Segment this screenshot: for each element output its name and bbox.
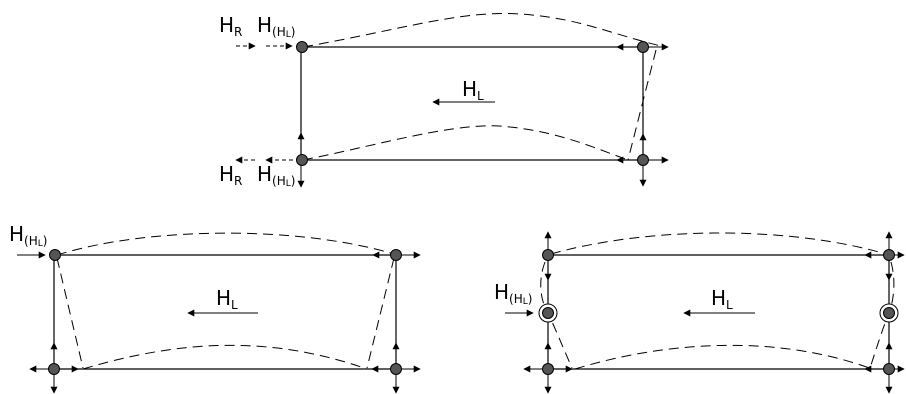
- br-left-bottom-node: [542, 363, 554, 375]
- br-right-top-node: [883, 249, 895, 261]
- top-inner-force-label: HL: [462, 77, 484, 103]
- br-left-force-label: H(HL): [494, 280, 532, 307]
- bottom-left-diagram: HL H(HL): [9, 222, 421, 394]
- bl-deflection-lower: [82, 344, 368, 370]
- bl-right-top-node: [390, 249, 402, 261]
- top-left-bottom-node: [296, 154, 308, 166]
- top-hhl-label-lower: H(HL): [257, 162, 295, 189]
- br-left-mid-hinge-node: [542, 307, 554, 319]
- bl-deflection-upper: [56, 232, 395, 256]
- br-deflection-upper: [550, 232, 887, 255]
- bl-left-bottom-node: [48, 363, 60, 375]
- top-diagram: HL HR H(HL) HR H(HL): [219, 13, 669, 189]
- br-inner-force-label: HL: [711, 286, 733, 312]
- br-left-top-node: [542, 249, 554, 261]
- bl-left-top-node: [49, 249, 61, 261]
- top-hhl-label-upper: H(HL): [257, 13, 295, 40]
- top-left-top-node: [296, 41, 308, 53]
- bl-deflection-right: [366, 257, 395, 369]
- bottom-right-diagram: HL H(HL): [494, 231, 905, 394]
- top-deflection-right-side: [627, 49, 657, 161]
- bl-right-bottom-node: [390, 363, 402, 375]
- bl-left-force-label: H(HL): [9, 222, 47, 249]
- top-hr-label-upper: HR: [219, 13, 242, 39]
- br-right-bottom-node: [883, 363, 895, 375]
- bl-deflection-left: [56, 257, 84, 369]
- br-right-mid-hinge-node: [883, 307, 895, 319]
- top-beam-frame: [300, 46, 644, 161]
- br-deflection-lower: [574, 344, 873, 370]
- top-deflection-lower: [302, 125, 629, 161]
- top-hr-label-lower: HR: [219, 162, 242, 188]
- top-deflection-upper: [302, 13, 666, 48]
- top-right-bottom-node: [637, 154, 649, 166]
- top-right-top-node: [637, 41, 649, 53]
- bl-inner-force-label: HL: [216, 286, 238, 312]
